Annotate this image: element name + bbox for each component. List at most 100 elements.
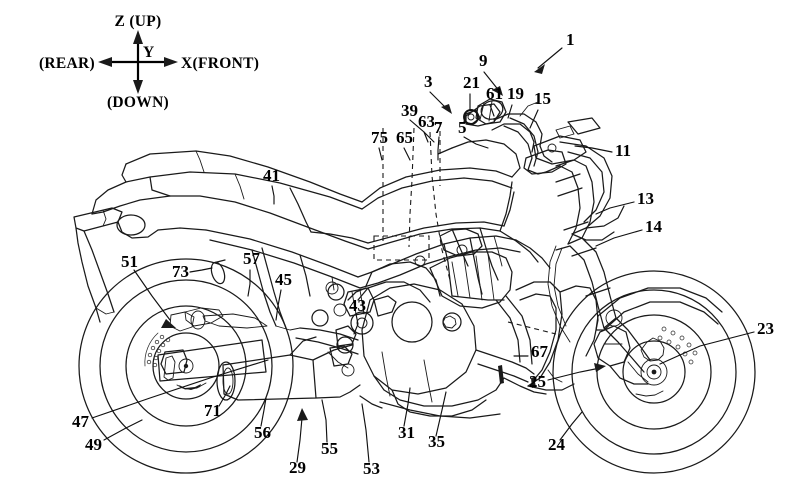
exhaust-header-front-b (505, 295, 533, 365)
leader-56 (260, 397, 267, 427)
callout-number-9: 9 (479, 51, 488, 70)
clutch-cover-outline (361, 283, 477, 395)
exhaust-muffler-group (216, 336, 361, 401)
axle-clamp (627, 361, 649, 383)
callout-number-47: 47 (72, 412, 90, 431)
muffler-upper-tail (312, 344, 353, 361)
exhaust-collector-lower (503, 377, 547, 395)
exhaust-collector (475, 349, 535, 375)
cowl-corner-detail (547, 369, 563, 383)
brake-lever-upper (509, 117, 539, 167)
muffler-outlet (222, 367, 234, 395)
rear-caliper-body (163, 355, 176, 381)
rear-shock-mount (169, 311, 195, 332)
radiator-inner-edge (519, 293, 557, 383)
tank-top-edge (361, 167, 513, 203)
leader-19 (507, 104, 513, 119)
rear-disc-arc (144, 332, 159, 367)
tank-mid-edge-b (367, 221, 505, 244)
dashed-leader-65 (408, 127, 415, 248)
callout-number-14: 14 (645, 217, 663, 236)
exhaust-underpipe-rear (359, 395, 383, 409)
axis-down-arrowhead (133, 80, 143, 94)
front-hub-circle (640, 358, 668, 386)
axis-rear-arrowhead (98, 57, 112, 67)
leader-13 (595, 201, 635, 215)
rear-hub-circle (152, 332, 220, 400)
callout-number-63: 63 (418, 112, 435, 131)
throttle-body-rib-b (359, 289, 365, 315)
front-tire-inner-circle (571, 289, 737, 455)
swingarm-main-arm (157, 339, 267, 382)
callout-number-45: 45 (275, 270, 292, 289)
subframe-pivot-bolt-b (311, 309, 329, 327)
subframe-diagonal-strut-b (261, 247, 287, 329)
rear-fender-tip (95, 307, 115, 315)
callout-number-19: 19 (507, 84, 524, 103)
fork-clamp-line-c (563, 221, 589, 231)
leader-lines-group (91, 47, 755, 463)
callout-number-41: 41 (263, 166, 280, 185)
leader-arrowhead-1 (534, 64, 545, 74)
tail-section-group (73, 150, 369, 323)
lever-pivot-end (527, 169, 547, 175)
leader-1 (537, 47, 563, 69)
tail-lower-cowl (117, 221, 159, 239)
engine-group (325, 251, 547, 419)
leader-arrowhead-3 (441, 104, 452, 114)
rear-suspension-linkage (184, 307, 224, 327)
engine-bolt-c (341, 363, 355, 377)
leader-arrowhead-29 (297, 408, 308, 421)
front-brake-hose (547, 245, 571, 343)
tank-front-edge-b (503, 191, 515, 227)
crankshaft-boss (391, 301, 433, 343)
leader-43 (353, 313, 359, 335)
tank-cover-rear-edge (437, 147, 453, 155)
frame-steering-head-link (515, 239, 551, 269)
radiator-cowl-group (507, 281, 599, 391)
handlebar-clamp-link (539, 145, 553, 163)
axis-up-label: Z (UP) (115, 13, 162, 30)
leader-65 (403, 147, 411, 161)
fork-upper-tube-left (545, 165, 581, 245)
fork-slider-bottom-cap (603, 317, 617, 329)
brake-lever-lower (503, 125, 533, 171)
callout-number-25: 25 (529, 372, 546, 391)
leader-53 (361, 403, 370, 463)
callout-number-71: 71 (204, 401, 221, 420)
callout-number-35: 35 (428, 432, 445, 451)
subframe-upper-rail (205, 229, 359, 278)
front-fender-outer (597, 287, 723, 317)
axis-rear-label: (REAR) (39, 55, 95, 72)
tank-cover-group (437, 139, 521, 178)
axis-legend-group: Z (UP) (DOWN) X(FRONT) (REAR) Y (39, 13, 259, 111)
tank-cover-top (451, 139, 521, 169)
lower-cowl-edge (527, 383, 575, 391)
tail-bottom-run (157, 227, 207, 231)
callout-number-57: 57 (243, 249, 261, 268)
tank-front-edge (499, 181, 513, 232)
exhaust-collector-b (477, 363, 529, 383)
leader-31 (403, 387, 411, 427)
frame-main-spar-bottom (359, 247, 521, 289)
muffler-lower-tail (315, 384, 361, 399)
subframe-strut-foot (275, 325, 301, 331)
leader-57 (247, 269, 251, 297)
fork-clamp-line-a (555, 173, 581, 183)
cylinder-block (429, 251, 513, 309)
rear-wheel-group (78, 258, 294, 474)
throttle-body-housing (343, 287, 375, 317)
callout-number-11: 11 (615, 141, 631, 160)
leader-15 (529, 109, 539, 129)
engine-head-cover (357, 281, 431, 303)
leader-41 (271, 185, 275, 205)
frame-main-spar-top (357, 235, 517, 278)
callout-number-3: 3 (424, 72, 433, 91)
tail-upper-body (121, 163, 363, 210)
fork-clamp-line-e (585, 287, 611, 297)
cowl-under-edge (571, 231, 615, 241)
subframe-pivot-bolt-c (336, 336, 354, 354)
seat-lower-edge (91, 195, 369, 250)
